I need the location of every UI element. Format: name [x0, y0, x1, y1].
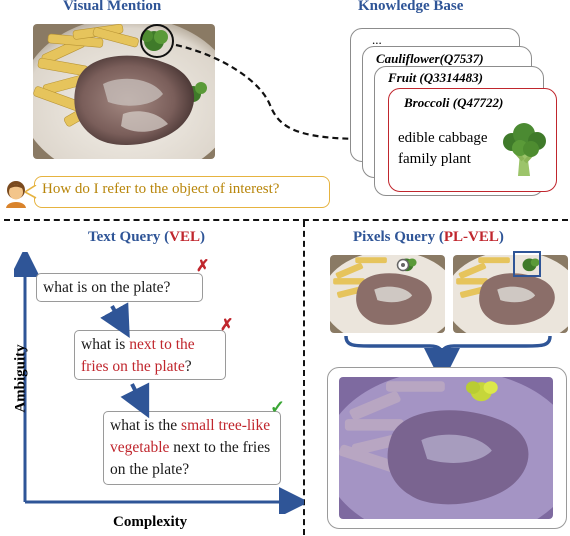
vertical-separator [303, 221, 305, 535]
person-icon [6, 181, 26, 208]
plate-photo [33, 24, 215, 159]
pixels-query-title-suffix: ) [498, 229, 504, 245]
kb-entry-cauliflower: Cauliflower(Q7537) [376, 51, 484, 66]
bounding-box-marker [513, 251, 541, 277]
merge-bracket-arrow [344, 335, 552, 372]
text-query-title-highlight: VEL [169, 229, 200, 245]
pixel-query-thumbnail-1 [330, 255, 445, 333]
broccoli-highlight-circle [140, 24, 174, 58]
query-3: what is the small tree-like vegetable ne… [103, 411, 281, 485]
text-query-title: Text Query (VEL) [88, 229, 205, 246]
x-axis-label: Complexity [113, 514, 188, 530]
link-arrow [175, 43, 383, 150]
query-3-text-b: next to the fries on the plate? [110, 439, 271, 478]
question-bubble-tail [25, 185, 37, 199]
question-text: How do I refer to the object of interest… [42, 181, 280, 197]
broccoli-image [503, 123, 546, 176]
query-1: what is on the plate? [36, 273, 203, 302]
text-query-title-prefix: Text Query ( [88, 229, 170, 245]
query-2-text-a: what is [81, 336, 130, 353]
y-axis-label: Ambiguity [12, 344, 29, 413]
pixel-query-thumbnail-2 [453, 255, 568, 333]
query-1-text: what is on the plate? [43, 279, 171, 296]
visual-mention-title: Visual Mention [63, 0, 162, 14]
kb-description-line-1: edible cabbage [398, 130, 488, 146]
query-3-text-highlight: small tree-like vegetable [110, 417, 271, 456]
point-marker-icon [396, 258, 410, 272]
horizontal-separator [4, 219, 568, 221]
query-3-text-a: what is the [110, 417, 182, 434]
kb-entry-fruit: Fruit (Q3314483) [388, 70, 483, 85]
query-2-text-highlight: next to the fries on the plate [81, 336, 195, 375]
kb-entry-ellipsis: ... [372, 32, 382, 47]
kb-description-line-2: family plant [398, 151, 471, 167]
query-2-text-b: ? [184, 358, 192, 375]
pixels-query-title-highlight: PL-VEL [443, 229, 499, 245]
cross-mark-2: ✗ [220, 317, 234, 334]
question-bubble [34, 176, 330, 208]
cross-mark-1: ✗ [196, 258, 210, 275]
query-axes [14, 252, 304, 514]
pixels-query-title-prefix: Pixels Query ( [353, 229, 444, 245]
text-query-title-suffix: ) [199, 229, 205, 245]
segmentation-result-image [339, 377, 553, 519]
kb-entry-broccoli: Broccoli (Q47722) [404, 95, 504, 110]
query-2: what is next to the fries on the plate? [74, 330, 226, 380]
pixels-query-title: Pixels Query (PL-VEL) [353, 229, 504, 246]
progression-arrows [100, 302, 150, 419]
knowledge-base-title: Knowledge Base [358, 0, 464, 14]
check-mark: ✓ [270, 397, 286, 417]
